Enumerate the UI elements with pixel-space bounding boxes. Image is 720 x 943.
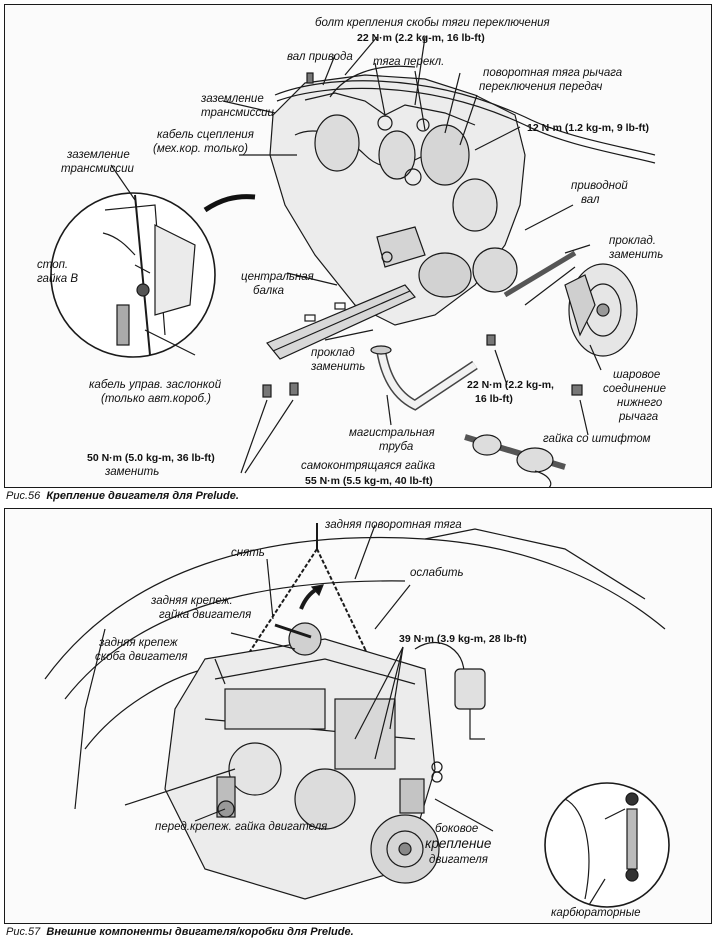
label-pin-nut: гайка со штифтом xyxy=(543,433,651,445)
label-side-mount-line2: крепление xyxy=(425,836,492,851)
figure-57-title: Внешние компоненты двигателя/коробки для… xyxy=(46,926,354,938)
figure-56-drawing xyxy=(50,36,656,487)
label-ball-joint-line4: рычага xyxy=(619,411,659,423)
label-bracket-bolt: болт крепления скобы тяги переключения xyxy=(315,17,550,29)
figure-57-drawing xyxy=(44,523,670,908)
label-torque-22-top: 22 N·m (2.2 kg-m, 16 lb-ft) xyxy=(357,32,485,44)
label-gasket-right-line1: проклад. xyxy=(609,235,656,247)
label-rotary-rod-line1: поворотная тяга рычага xyxy=(483,67,623,79)
label-side-mount-line3: двигателя xyxy=(429,854,488,866)
label-trans-ground-line1: заземление xyxy=(201,93,264,105)
label-clutch-cable-line1: кабель сцепления xyxy=(157,129,254,141)
figure-56-number: Рис.56 xyxy=(6,490,41,502)
label-gasket-mid-line1: проклад xyxy=(311,347,355,359)
label-torque-50-line2: заменить xyxy=(105,466,160,478)
label-self-lock-nut: самоконтрящаяся гайка xyxy=(301,460,436,472)
label-side-mount-line1: боковое xyxy=(435,823,479,835)
label-lock-nut-line2: гайка В xyxy=(37,273,79,285)
label-lock-nut-line1: стоп. xyxy=(37,259,69,271)
label-throttle-cable-line2: (только авт.короб.) xyxy=(101,393,212,405)
figure-56-panel: болт крепления скобы тяги переключения 2… xyxy=(4,4,712,488)
label-rear-rod: задняя поворотная тяга xyxy=(325,519,462,531)
label-torque-12: 12 N·m (1.2 kg-m, 9 lb-ft) xyxy=(527,122,649,134)
figure-57-number: Рис.57 xyxy=(6,926,41,938)
label-rear-nut-line2: гайка двигателя xyxy=(159,609,252,621)
label-torque-22-low-line2: 16 lb-ft) xyxy=(475,393,513,405)
label-drive-shaft-top: вал привода xyxy=(287,51,353,63)
label-torque-55: 55 N·m (5.5 kg-m, 40 lb-ft) xyxy=(305,475,433,487)
label-clutch-cable-line2: (мех.кор. только) xyxy=(153,143,248,155)
label-rear-nut-line1: задняя крепеж. xyxy=(151,595,233,607)
label-inset-ground-line2: трансмиссии xyxy=(61,163,134,175)
figure-56-title: Крепление двигателя для Prelude. xyxy=(46,490,239,502)
label-ball-joint-line1: шаровое xyxy=(613,369,661,381)
label-ball-joint-line2: соединение xyxy=(603,383,667,395)
label-carb: карбюраторные xyxy=(551,907,641,919)
label-rear-bracket-line1: задняя крепеж xyxy=(99,637,178,649)
label-center-beam-line2: балка xyxy=(253,285,285,297)
label-drive-shaft-right-line1: приводной xyxy=(571,180,628,192)
label-rotary-rod-line2: переключения передач xyxy=(479,81,603,93)
figure-57-panel: задняя поворотная тяга снять ослабить за… xyxy=(4,508,712,924)
label-drive-shaft-right-line2: вал xyxy=(581,194,600,206)
label-front-nut: перед.крепеж. гайка двигателя xyxy=(155,821,328,833)
label-remove: снять xyxy=(231,547,265,559)
figure-56-caption: Рис.56 Крепление двигателя для Prelude. xyxy=(6,490,239,502)
label-shift-rod: тяга перекл. xyxy=(373,56,445,68)
figure-57-caption: Рис.57 Внешние компоненты двигателя/коро… xyxy=(6,926,354,938)
label-gasket-mid-line2: заменить xyxy=(311,361,366,373)
label-main-pipe-line2: труба xyxy=(379,441,414,453)
label-rear-bracket-line2: скоба двигателя xyxy=(95,651,188,663)
label-throttle-cable-line1: кабель управ. заслонкой xyxy=(89,379,222,391)
label-ball-joint-line3: нижнего xyxy=(617,397,663,409)
label-main-pipe-line1: магистральная xyxy=(349,427,435,439)
label-torque-50-line1: 50 N·m (5.0 kg-m, 36 lb-ft) xyxy=(87,452,215,464)
label-inset-ground-line1: заземление xyxy=(67,149,130,161)
label-loosen: ослабить xyxy=(410,567,464,579)
label-torque-22-low-line1: 22 N·m (2.2 kg-m, xyxy=(467,379,554,391)
label-center-beam-line1: центральная xyxy=(241,271,314,283)
label-gasket-right-line2: заменить xyxy=(609,249,664,261)
label-trans-ground-line2: трансмиссии xyxy=(201,107,274,119)
label-torque-39: 39 N·m (3.9 kg-m, 28 lb-ft) xyxy=(399,633,527,645)
